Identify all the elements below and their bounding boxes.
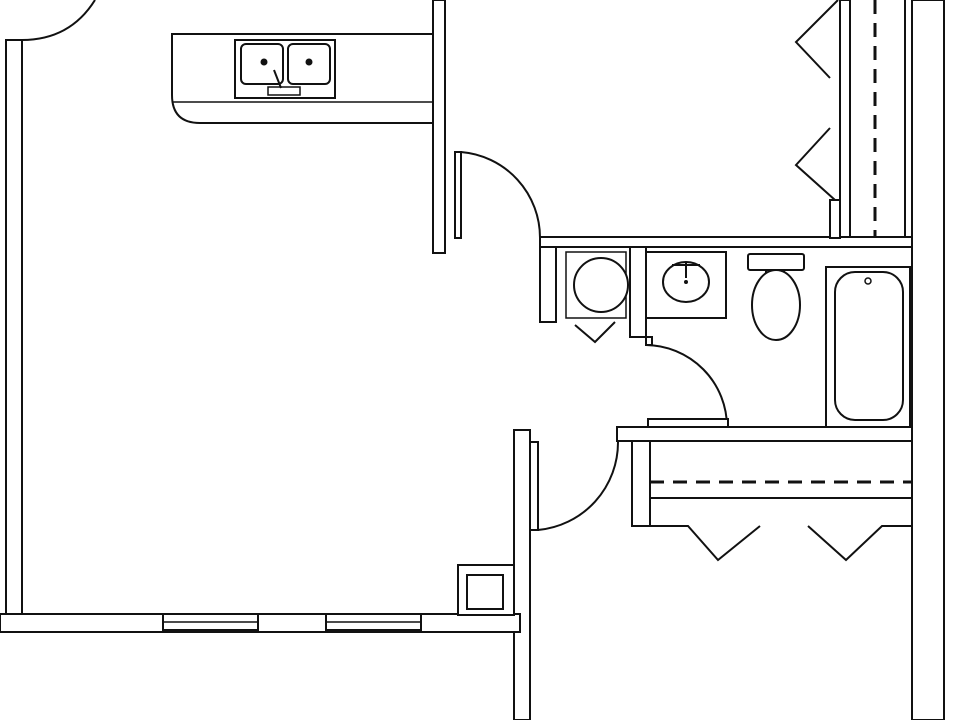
right-exterior-wall [911,0,945,720]
column-inner-box [466,574,504,610]
second-closet [650,480,912,562]
hall-closet-wall [539,246,557,323]
bath-bottom-wall [616,426,913,442]
hall-door [454,151,542,239]
second-closet-left-wall [631,440,651,527]
hall-door-leaf [454,151,462,239]
bedroom-closet-wall [839,0,851,239]
toilet [747,253,805,341]
kitchen-counter [171,33,434,124]
second-bedroom-door-leaf [529,441,539,531]
bathroom-vanity [645,251,727,319]
bedroom-closet-bifold-doors [794,0,841,239]
double-kitchen-sink [234,39,336,99]
bedroom-left-wall [513,429,531,720]
living-bottom-wall [0,613,521,633]
heater-closet-wall [629,246,647,338]
bathtub [825,266,911,428]
kitchen-partition-wall [432,0,446,254]
windows [162,613,422,631]
bathroom-door-leaf [645,336,653,346]
water-heater-closet [565,251,629,344]
water-heater [573,257,629,313]
second-bedroom-door [529,441,620,531]
window-right [325,613,422,631]
bathroom-door [645,336,729,428]
left-exterior-wall [5,39,23,631]
entry-door [21,0,96,41]
window-left [162,613,259,631]
heater-closet-door [574,321,616,344]
bath-top-wall [539,236,913,248]
